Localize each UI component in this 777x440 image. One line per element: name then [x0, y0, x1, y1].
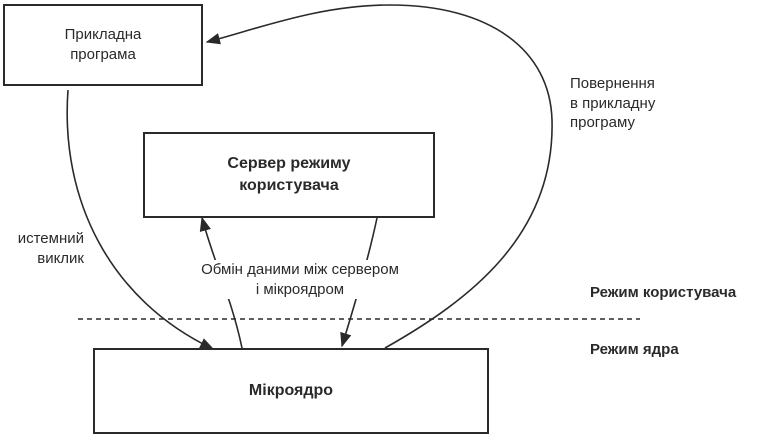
return-arrow	[205, 4, 553, 349]
server-label: Сервер режиму користувача	[227, 155, 351, 194]
user-mode-server-box: Сервер режиму користувача	[143, 132, 435, 218]
microkernel-label: Мікроядро	[248, 382, 334, 400]
microkernel-box: Мікроядро	[93, 348, 489, 434]
return-to-app-label: Повернення в прикладну програму	[570, 75, 656, 131]
user-mode-label: Режим користувача	[590, 284, 737, 301]
data-exchange-label: Обмін даними між сервером і мікроядром	[150, 260, 450, 299]
application-box: Прикладна програма	[3, 4, 203, 86]
system-call-arrow	[66, 89, 215, 350]
kernel-mode-label: Режим ядра	[590, 341, 679, 358]
application-label: Прикладна програма	[64, 25, 142, 63]
system-call-label: истемний виклик	[17, 230, 84, 267]
